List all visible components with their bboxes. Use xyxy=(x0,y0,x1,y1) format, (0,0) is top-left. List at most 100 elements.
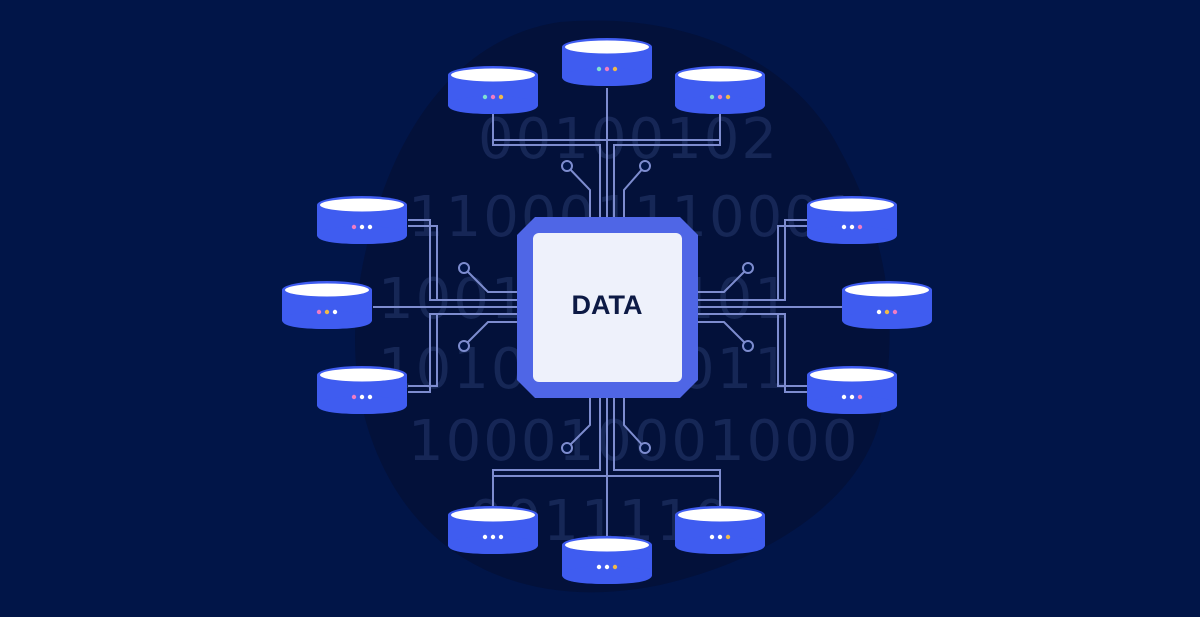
status-dot xyxy=(892,309,898,315)
connection-line xyxy=(408,219,517,301)
connection-line xyxy=(463,267,517,293)
connection-lines xyxy=(373,88,842,545)
db-top-center xyxy=(562,38,652,86)
circuit-node xyxy=(458,262,470,274)
connection-line xyxy=(698,321,749,347)
connection-line xyxy=(492,475,607,520)
database-top xyxy=(285,283,369,297)
db-bottom-left xyxy=(448,506,538,554)
status-dot xyxy=(351,394,357,400)
status-dot xyxy=(857,224,863,230)
database-base xyxy=(675,536,765,554)
connection-line xyxy=(623,165,646,217)
db-bottom-right xyxy=(675,506,765,554)
database-top xyxy=(810,368,894,382)
status-dot xyxy=(359,224,365,230)
connection-line xyxy=(566,398,591,449)
connection-line xyxy=(613,110,721,217)
status-dot xyxy=(604,66,610,72)
status-dot xyxy=(849,224,855,230)
circuit-node xyxy=(561,442,573,454)
connection-line xyxy=(698,219,807,301)
status-dot xyxy=(324,309,330,315)
status-dot xyxy=(876,309,882,315)
connection-line xyxy=(698,313,807,393)
status-dot xyxy=(498,94,504,100)
status-dot xyxy=(316,309,322,315)
status-dot xyxy=(490,534,496,540)
status-dot xyxy=(351,224,357,230)
db-top-left xyxy=(448,66,538,114)
circuit-node xyxy=(458,340,470,352)
database-base xyxy=(562,566,652,584)
database-top xyxy=(678,68,762,82)
status-dot xyxy=(841,394,847,400)
databases xyxy=(282,38,932,584)
database-top xyxy=(810,198,894,212)
circuit-node xyxy=(561,160,573,172)
database-top xyxy=(320,368,404,382)
connection-line xyxy=(463,321,517,347)
status-dot xyxy=(367,394,373,400)
status-dot xyxy=(596,66,602,72)
connection-line xyxy=(408,225,438,300)
db-right-lower xyxy=(807,366,897,414)
database-top xyxy=(678,508,762,522)
circuit-node xyxy=(639,442,651,454)
connection-line xyxy=(607,475,721,520)
database-base xyxy=(807,396,897,414)
connection-line xyxy=(492,110,601,217)
status-dot xyxy=(884,309,890,315)
db-right-upper xyxy=(807,196,897,244)
circuit-node xyxy=(742,262,754,274)
connection-line xyxy=(566,165,591,217)
database-base xyxy=(317,226,407,244)
connection-line xyxy=(777,314,807,387)
database-top xyxy=(845,283,929,297)
database-base xyxy=(562,68,652,86)
connection-line xyxy=(777,225,807,300)
data-chip: DATA xyxy=(517,217,698,398)
db-left-upper xyxy=(317,196,407,244)
chip-inner-panel xyxy=(533,233,682,382)
database-base xyxy=(807,226,897,244)
database-top xyxy=(320,198,404,212)
database-top xyxy=(565,538,649,552)
status-dot xyxy=(709,94,715,100)
status-dot xyxy=(596,564,602,570)
status-dot xyxy=(490,94,496,100)
database-base xyxy=(282,311,372,329)
status-dot xyxy=(725,94,731,100)
status-dot xyxy=(612,564,618,570)
db-top-right xyxy=(675,66,765,114)
status-dot xyxy=(359,394,365,400)
database-top xyxy=(451,68,535,82)
db-bottom-center xyxy=(562,536,652,584)
database-base xyxy=(675,96,765,114)
status-dot xyxy=(482,94,488,100)
circuit-node xyxy=(639,160,651,172)
database-base xyxy=(842,311,932,329)
circuit-nodes xyxy=(458,160,754,454)
circuit-node xyxy=(742,340,754,352)
status-dot xyxy=(857,394,863,400)
status-dot xyxy=(725,534,731,540)
db-left-middle xyxy=(282,281,372,329)
database-top xyxy=(451,508,535,522)
database-base xyxy=(317,396,407,414)
status-dot xyxy=(367,224,373,230)
db-right-middle xyxy=(842,281,932,329)
status-dot xyxy=(709,534,715,540)
connection-line xyxy=(698,267,749,293)
status-dot xyxy=(841,224,847,230)
status-dot xyxy=(612,66,618,72)
connection-line xyxy=(408,314,438,387)
status-dot xyxy=(498,534,504,540)
database-base xyxy=(448,536,538,554)
database-top xyxy=(565,40,649,54)
chip-label: DATA xyxy=(572,290,643,320)
binary-row: 100010001000 xyxy=(408,409,860,474)
connection-line xyxy=(623,398,646,449)
